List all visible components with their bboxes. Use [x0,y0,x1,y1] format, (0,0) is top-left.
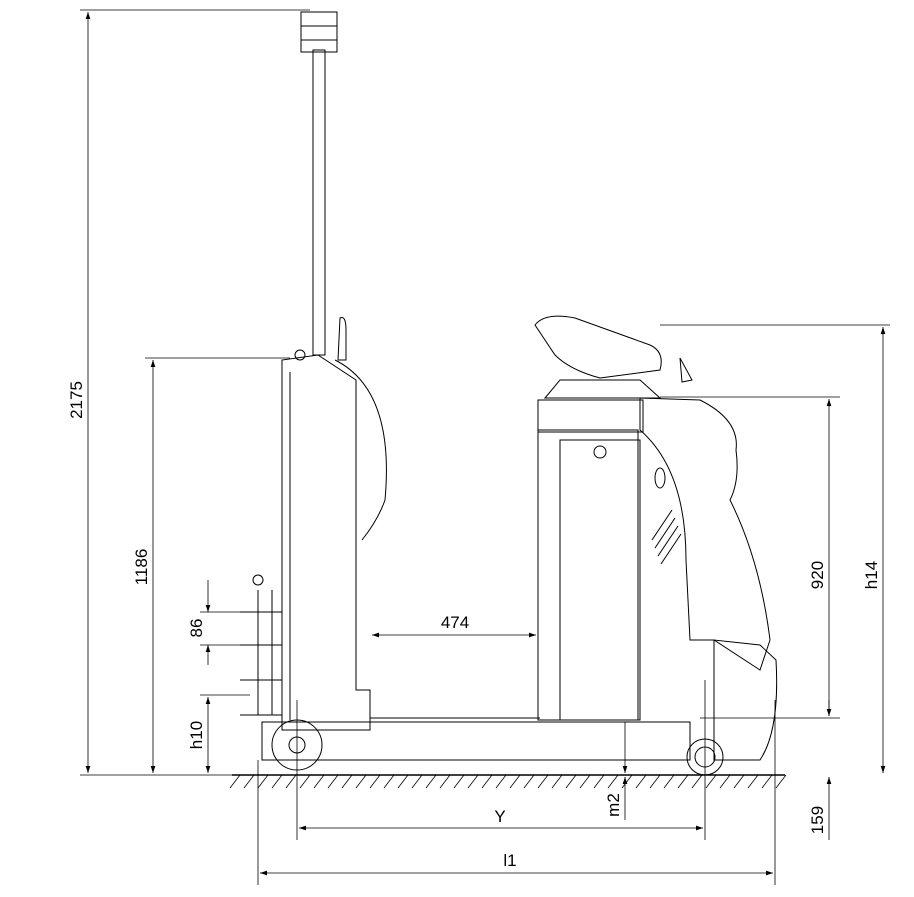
dim-platform-length: 474 [441,613,469,632]
ground-hatch-line [579,774,591,789]
dim-ground-clearance: m2 [604,793,623,817]
ground-hatch-line [719,774,731,789]
ground-hatch-line [733,774,745,789]
ground-hatch-line [467,774,479,789]
dim-overall-length: l1 [503,851,516,870]
ground-hatch-line [551,774,563,789]
ground-hatch-line [691,774,703,789]
ground-hatch-line [369,774,381,789]
ground-hatch-line [621,774,633,789]
vehicle-outline [240,11,778,776]
ground-hatch-line [481,774,493,789]
ground-hatch-line [705,774,717,789]
ground-hatch-line [495,774,507,789]
ground-hatch-line [663,774,675,789]
ground-hatch-line [523,774,535,789]
ground-hatch-line [313,774,325,789]
dim-tiller-height: 1186 [132,549,151,586]
ground-line [229,774,787,789]
ground-hatch-line [537,774,549,789]
dim-seat-height: 920 [808,561,827,589]
ground-hatch-line [677,774,689,789]
ground-hatch-line [341,774,353,789]
ground-hatch-line [607,774,619,789]
ground-hatch-line [775,774,787,789]
ground-hatch-line [355,774,367,789]
ground-hatch-line [761,774,773,789]
dim-overall-height: 2175 [67,381,86,419]
ground-hatch-line [747,774,759,789]
ground-hatch-line [635,774,647,789]
ground-hatch-line [411,774,423,789]
ground-hatch-line [285,774,297,789]
ground-hatch-line [383,774,395,789]
ground-hatch-line [439,774,451,789]
dim-coupling-height: h10 [187,721,206,749]
ground-hatch-line [257,774,269,789]
dim-wheelbase: Y [494,807,505,826]
ground-hatch-line [649,774,661,789]
ground-hatch-line [271,774,283,789]
ground-hatch-line [425,774,437,789]
dim-ground-offset: 159 [808,806,827,834]
dim-coupling-pitch: 86 [187,619,206,638]
ground-hatch-line [397,774,409,789]
ground-hatch-line [565,774,577,789]
ground-hatch-line [229,774,241,789]
dim-steering-height: h14 [862,561,881,589]
ground-hatch-line [243,774,255,789]
ground-hatch-line [453,774,465,789]
ground-hatch-line [327,774,339,789]
ground-hatch-line [509,774,521,789]
ground-hatch-line [299,774,311,789]
ground-hatch-line [593,774,605,789]
